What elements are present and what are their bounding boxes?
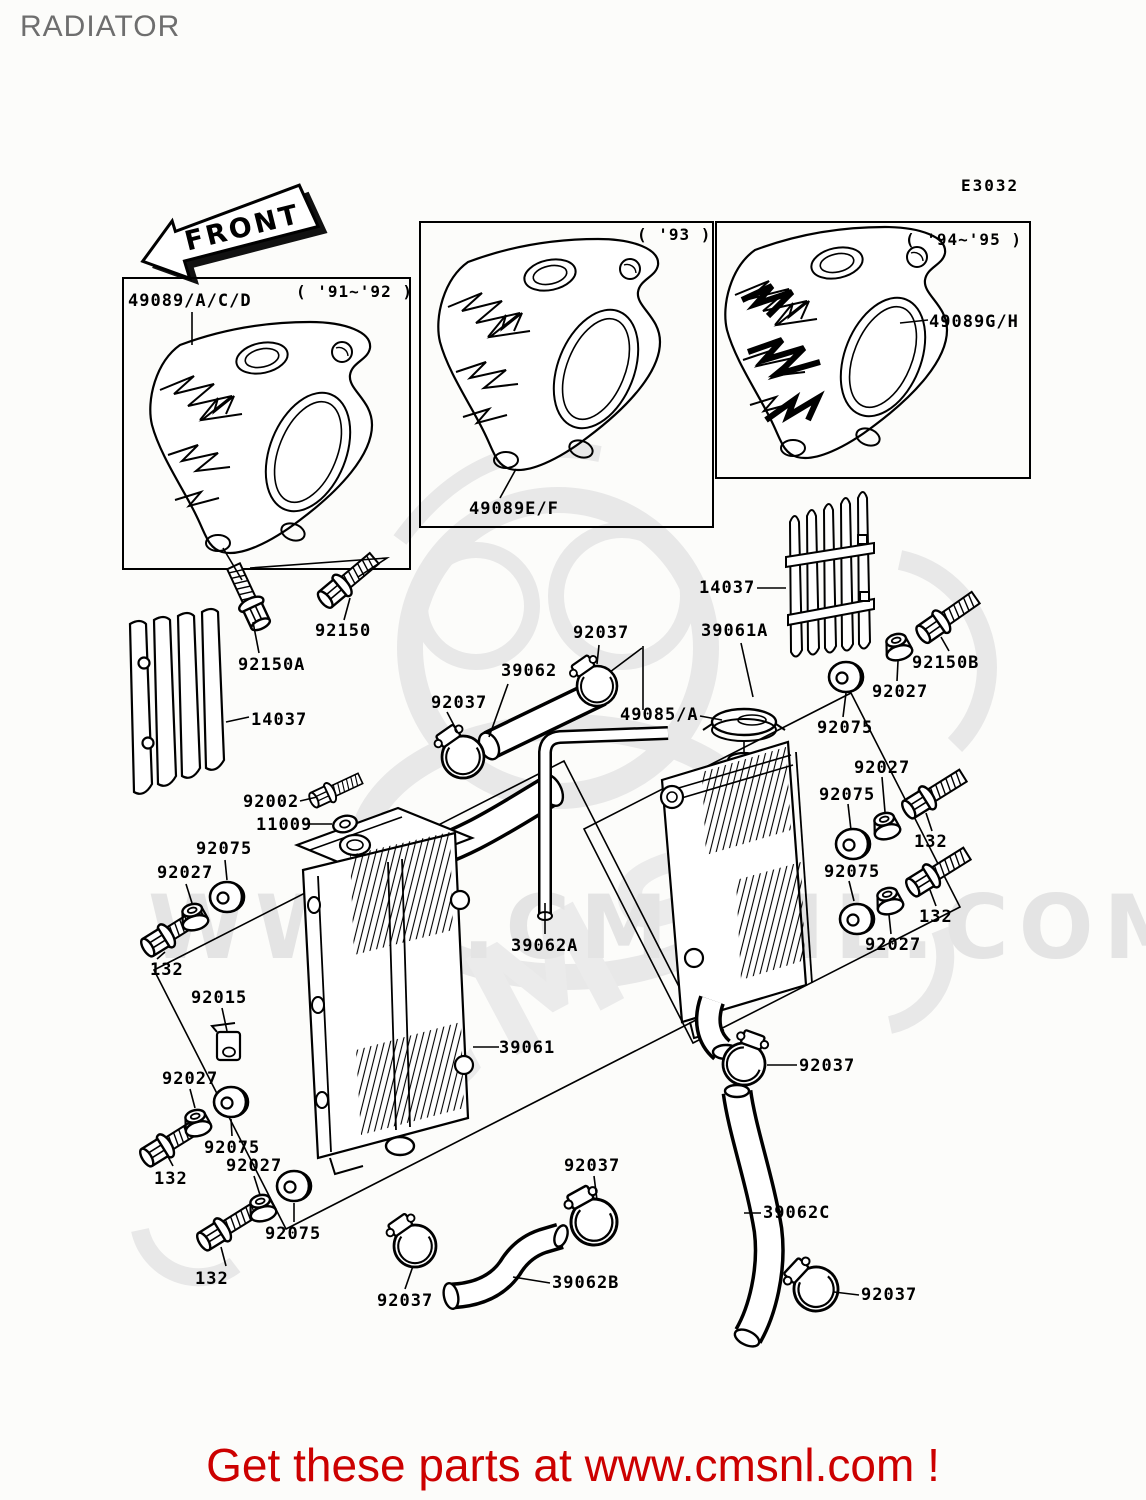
part-label-132: 132	[195, 1269, 229, 1289]
collar-92027	[868, 808, 904, 844]
part-label-92150b: 92150B	[912, 653, 980, 673]
footer-promo-link[interactable]: Get these parts at www.cmsnl.com !	[206, 1439, 940, 1491]
grommet-92075	[208, 880, 246, 914]
part-label-92027: 92027	[854, 758, 911, 778]
grommet-92075	[827, 660, 865, 694]
part-label-49085-a: 49085/A	[620, 705, 699, 725]
hose-39062b	[442, 1223, 569, 1310]
bolt-92002	[305, 768, 366, 812]
part-label-39061: 39061	[499, 1038, 556, 1058]
part-label-92027: 92027	[865, 935, 922, 955]
part-label-11009: 11009	[256, 815, 313, 835]
part-label-92027: 92027	[157, 863, 214, 883]
part-label-92037: 92037	[861, 1285, 918, 1305]
part-label-132: 132	[154, 1169, 188, 1189]
part-label-92075: 92075	[819, 785, 876, 805]
part-label-92150: 92150	[315, 621, 372, 641]
bolt-92150a	[220, 559, 276, 636]
part-label-92037: 92037	[799, 1056, 856, 1076]
part-label-132: 132	[914, 832, 948, 852]
clamp-92037	[773, 1246, 844, 1319]
part-label-14037: 14037	[699, 578, 756, 598]
collar-92027	[244, 1190, 280, 1226]
part-label-92075: 92075	[824, 862, 881, 882]
part-label-92037: 92037	[573, 623, 630, 643]
part-label-92075: 92075	[817, 718, 874, 738]
part-label-39062c: 39062C	[763, 1203, 831, 1223]
variant-boxes	[122, 221, 1031, 570]
part-label-92027: 92027	[226, 1156, 283, 1176]
part-label-92002: 92002	[243, 792, 300, 812]
part-label-92037: 92037	[431, 693, 488, 713]
variant-part-49089acd: 49089/A/C/D	[128, 291, 252, 311]
part-label-92037: 92037	[564, 1156, 621, 1176]
part-label-39062: 39062	[501, 661, 558, 681]
variant-part-49089gh: 49089G/H	[929, 312, 1019, 332]
page-title: RADIATOR	[20, 10, 181, 43]
part-label-92075: 92075	[265, 1224, 322, 1244]
collar-92027	[179, 1105, 215, 1141]
front-arrow: FRONT	[140, 183, 328, 285]
part-label-92027: 92027	[872, 682, 929, 702]
hose-39062c	[721, 1083, 785, 1348]
part-label-14037: 14037	[251, 710, 308, 730]
variant-years-93: ( '93 )	[637, 225, 712, 244]
left-radiator-39061	[293, 773, 565, 1176]
right-radiator-39061a	[659, 707, 813, 1061]
part-label-39062a: 39062A	[511, 936, 579, 956]
part-label-39062b: 39062B	[552, 1273, 620, 1293]
leader-lines	[156, 312, 950, 1296]
diagram-code: E3032	[961, 176, 1020, 195]
collar-92027	[880, 629, 916, 665]
variant-years-94-95: ( '94~'95 )	[905, 230, 1022, 249]
part-label-132: 132	[150, 960, 184, 980]
part-label-92150a: 92150A	[238, 655, 306, 675]
kdx-bold-graphics	[740, 283, 825, 423]
part-label-132: 132	[919, 907, 953, 927]
variant-part-49089ef: 49089E/F	[469, 499, 559, 519]
cmsnl-watermark: CMS WWW.CMSNL.COM	[131, 441, 1146, 1287]
left-louver-14037	[128, 607, 226, 795]
watermark-main-text: WWW.CMSNL.COM	[148, 876, 1146, 979]
grommet-92075	[212, 1085, 250, 1119]
grommet-92075	[834, 827, 872, 861]
clamp-92037	[381, 1208, 438, 1269]
part-label-39061a: 39061A	[701, 621, 769, 641]
part-label-92075: 92075	[204, 1138, 261, 1158]
part-label-92027: 92027	[162, 1069, 219, 1089]
hose-39062a	[537, 726, 669, 921]
washer-11009	[332, 814, 358, 834]
part-label-92075: 92075	[196, 839, 253, 859]
grommet-92075	[838, 902, 876, 936]
part-label-92015: 92015	[191, 988, 248, 1008]
part-label-92037: 92037	[377, 1291, 434, 1311]
variant-years-91-92: ( '91~'92 )	[296, 282, 413, 301]
bracket-92015	[210, 1022, 242, 1062]
right-louver-14037	[785, 491, 875, 658]
